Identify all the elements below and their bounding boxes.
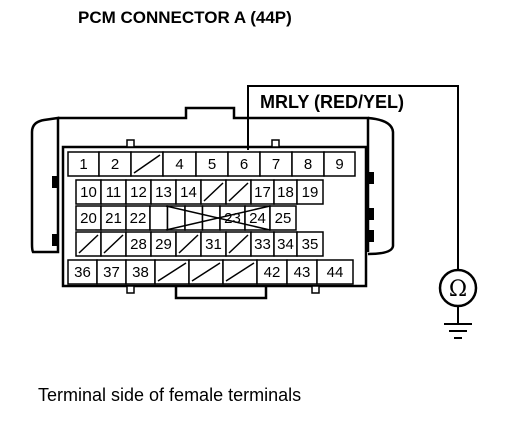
guide-post-bottom-right bbox=[311, 285, 320, 294]
guide-post-top-left bbox=[126, 139, 135, 148]
terminal-number-37: 37 bbox=[103, 264, 120, 281]
terminal-13 bbox=[150, 179, 177, 205]
bottom-key bbox=[174, 286, 268, 300]
unused-terminal-slash bbox=[191, 262, 221, 282]
terminal-number-42: 42 bbox=[264, 264, 281, 281]
unused-terminal-slash bbox=[203, 182, 224, 202]
ground-icon bbox=[444, 306, 472, 339]
terminal-number-1: 1 bbox=[79, 156, 87, 173]
terminal-number-5: 5 bbox=[208, 156, 216, 173]
terminal-2 bbox=[98, 151, 132, 177]
terminal-number-20: 20 bbox=[80, 210, 97, 227]
unused-terminal-slash bbox=[225, 262, 255, 282]
right-tab-upper bbox=[368, 172, 374, 184]
left-tab-lower bbox=[52, 234, 58, 246]
terminal-number-21: 21 bbox=[105, 210, 122, 227]
right-tab-lower bbox=[368, 230, 374, 242]
terminal-43 bbox=[286, 259, 318, 285]
terminal-number-33: 33 bbox=[254, 236, 271, 253]
terminal-number-13: 13 bbox=[155, 184, 172, 201]
terminal-28 bbox=[125, 231, 152, 257]
terminal-number-34: 34 bbox=[277, 236, 294, 253]
unused-block-cell bbox=[184, 205, 204, 231]
terminal-number-28: 28 bbox=[130, 236, 147, 253]
terminal-35 bbox=[296, 231, 324, 257]
terminal-number-7: 7 bbox=[272, 156, 280, 173]
terminal-number-2: 2 bbox=[111, 156, 119, 173]
terminal-number-24: 24 bbox=[249, 210, 266, 227]
connector-housing bbox=[30, 106, 395, 300]
terminal-number-8: 8 bbox=[304, 156, 312, 173]
terminal-number-17: 17 bbox=[254, 184, 271, 201]
diagram-caption: Terminal side of female terminals bbox=[38, 385, 302, 405]
center-cross bbox=[165, 205, 271, 231]
terminal-number-43: 43 bbox=[294, 264, 311, 281]
unused-terminal-slash bbox=[133, 154, 161, 174]
probe-wire bbox=[247, 85, 459, 270]
terminal-number-14: 14 bbox=[180, 184, 197, 201]
terminal-19 bbox=[296, 179, 324, 205]
terminal-number-6: 6 bbox=[240, 156, 248, 173]
terminal-14 bbox=[175, 179, 202, 205]
terminal-number-18: 18 bbox=[277, 184, 294, 201]
terminal-number-31: 31 bbox=[205, 236, 222, 253]
terminal-number-36: 36 bbox=[74, 264, 91, 281]
terminal-12 bbox=[125, 179, 152, 205]
ohm-symbol: Ω bbox=[449, 277, 467, 302]
guide-post-top-right bbox=[271, 139, 280, 148]
terminal-number-35: 35 bbox=[302, 236, 319, 253]
terminal-11 bbox=[100, 179, 127, 205]
unused-terminal-slash bbox=[178, 234, 199, 254]
terminal-number-22: 22 bbox=[130, 210, 147, 227]
terminal-21 bbox=[100, 205, 127, 231]
terminal-7 bbox=[259, 151, 293, 177]
unused-terminal-slash bbox=[228, 182, 249, 202]
guide-posts bbox=[126, 139, 320, 294]
terminal-38 bbox=[125, 259, 156, 285]
terminal-44 bbox=[316, 259, 354, 285]
left-latch bbox=[30, 116, 60, 254]
terminal-10 bbox=[75, 179, 102, 205]
terminal-number-19: 19 bbox=[302, 184, 319, 201]
terminal-number-10: 10 bbox=[80, 184, 97, 201]
terminal-24 bbox=[244, 205, 271, 231]
terminal-5 bbox=[195, 151, 229, 177]
unused-terminal-slash bbox=[78, 234, 99, 254]
right-tab-middle bbox=[368, 208, 374, 220]
terminal-number-44: 44 bbox=[327, 264, 344, 281]
terminal-number-9: 9 bbox=[335, 156, 343, 173]
terminal-frame bbox=[61, 145, 368, 288]
terminal-number-11: 11 bbox=[106, 184, 122, 201]
left-tab-upper bbox=[52, 176, 58, 188]
unused-terminal-slash bbox=[103, 234, 124, 254]
unused-terminal-slash bbox=[157, 262, 187, 282]
terminal-4 bbox=[162, 151, 197, 177]
terminal-number-12: 12 bbox=[130, 184, 147, 201]
terminal-1 bbox=[67, 151, 100, 177]
ohmmeter-icon: Ω bbox=[438, 268, 478, 308]
wire-label: MRLY (RED/YEL) bbox=[260, 92, 405, 112]
cross-line-b bbox=[165, 205, 271, 231]
terminal-number-4: 4 bbox=[175, 156, 183, 173]
connector-title: PCM CONNECTOR A (44P) bbox=[78, 8, 292, 27]
terminal-number-25: 25 bbox=[275, 210, 292, 227]
terminal-number-38: 38 bbox=[132, 264, 149, 281]
terminal-29 bbox=[150, 231, 177, 257]
terminal-25 bbox=[269, 205, 297, 231]
terminal-20 bbox=[75, 205, 102, 231]
unused-terminal-slash bbox=[228, 234, 249, 254]
lock-tabs bbox=[52, 172, 374, 246]
terminal-number-29: 29 bbox=[155, 236, 172, 253]
right-latch bbox=[367, 116, 395, 256]
unused-block-cell bbox=[149, 205, 169, 231]
terminal-9 bbox=[323, 151, 356, 177]
guide-post-bottom-left bbox=[126, 285, 135, 294]
